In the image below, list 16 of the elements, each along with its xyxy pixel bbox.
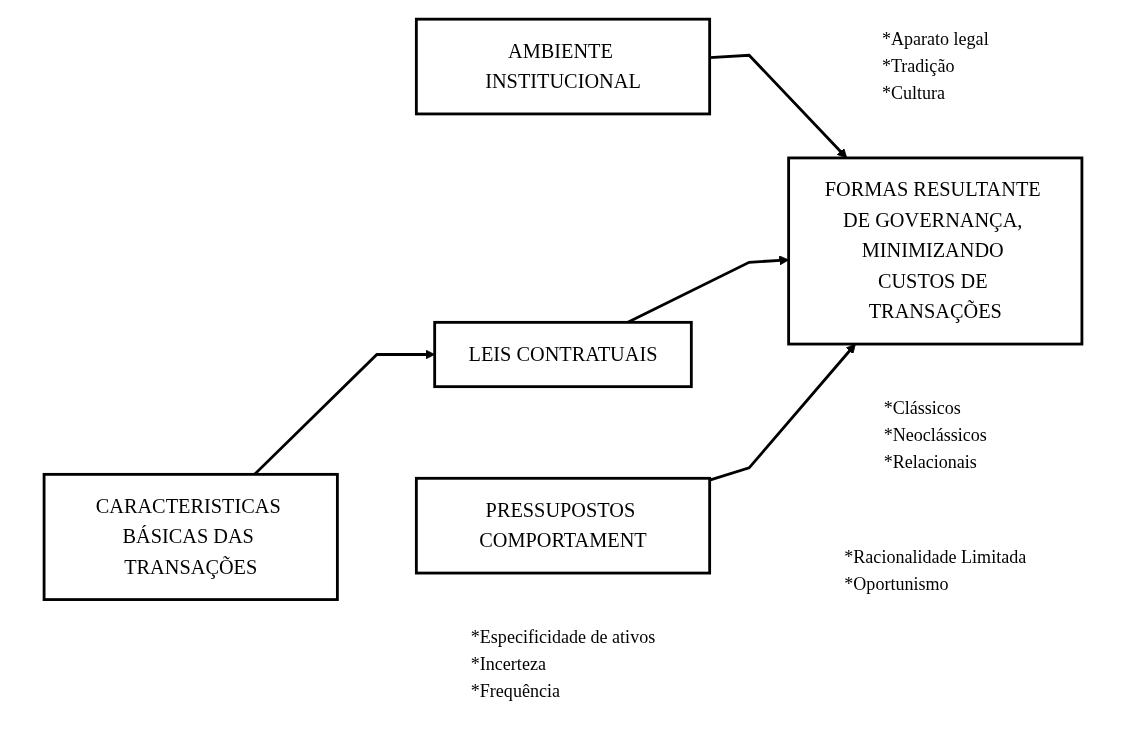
- node-label: *Cultura: [881, 83, 946, 103]
- node-box: FORMAS RESULTANTE DE GOVERNANÇA, MINIMIZANDO CUSTOS DE TRANSAÇÕES: [787, 156, 1084, 346]
- node-box: LEIS CONTRATUAIS: [433, 320, 693, 389]
- node-box: AMBIENTE INSTITUCIONAL: [414, 17, 712, 116]
- node-label: *Frequência: [470, 681, 560, 701]
- node-label: *Oportunismo: [844, 574, 949, 594]
- node-label: *Especificidade de ativos: [470, 627, 656, 647]
- node-label: *Incerteza: [470, 654, 546, 674]
- node-label: *Clássicos: [883, 398, 961, 418]
- node-label: *Racionalidade Limitada: [844, 547, 1027, 567]
- node-box: CARACTERISTICAS BÁSICAS DAS TRANSAÇÕES: [42, 472, 339, 601]
- node-label: *Tradição: [881, 56, 955, 76]
- node-label: *Relacionais: [883, 452, 977, 472]
- node-box: PRESSUPOSTOS COMPORTAMENT: [414, 476, 712, 575]
- node-label: *Aparato legal: [881, 29, 989, 49]
- node-label: *Neoclássicos: [883, 425, 987, 445]
